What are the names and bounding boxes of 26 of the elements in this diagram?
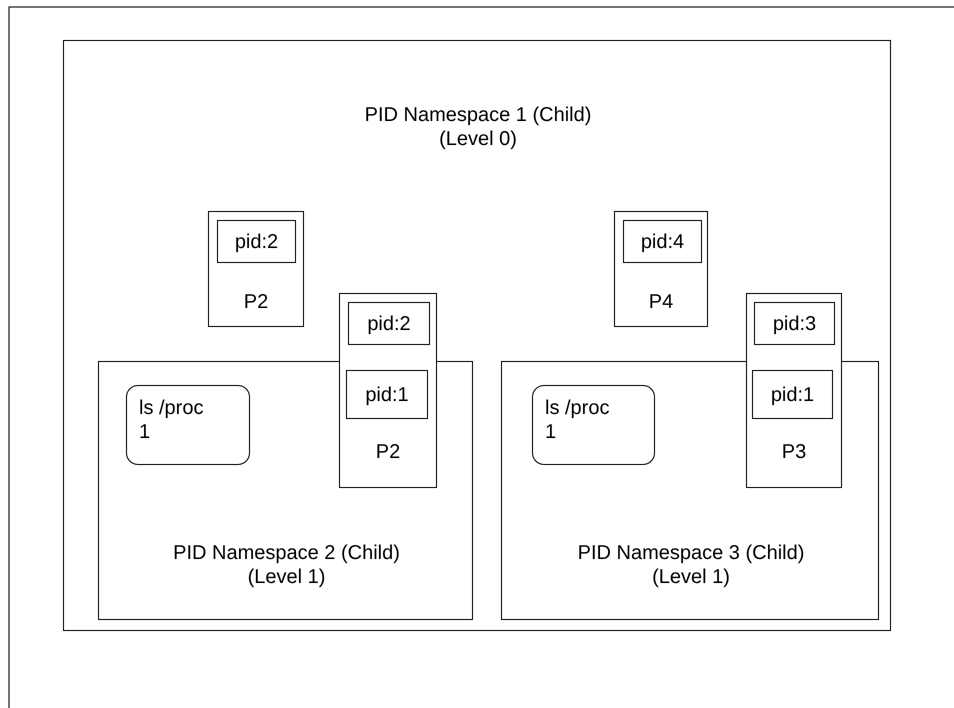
process-box [614, 211, 708, 327]
pid-label: pid:3 [772, 312, 818, 336]
namespace-label: PID Namespace 3 (Child) (Level 1) [576, 541, 806, 589]
namespace-label: PID Namespace 1 (Child) (Level 0) [364, 103, 592, 151]
pid-box [623, 220, 702, 263]
command-box [126, 385, 250, 465]
process-label: P2 [374, 440, 402, 464]
command-box [532, 385, 655, 465]
pid-label: pid:2 [366, 312, 412, 336]
pid-label: pid:1 [364, 382, 410, 406]
pid-box [348, 302, 430, 345]
pid-box [217, 220, 296, 263]
pid-label: pid:1 [770, 382, 816, 406]
command-text: ls /proc 1 [545, 396, 610, 444]
namespace-label: PID Namespace 2 (Child) (Level 1) [172, 541, 401, 589]
pid-label: pid:4 [640, 230, 686, 254]
process-label: P4 [648, 290, 674, 314]
namespace-box [63, 40, 891, 631]
process-label: P2 [242, 290, 270, 314]
command-text: ls /proc 1 [139, 396, 204, 444]
pid-box [752, 370, 833, 419]
pid-label: pid:2 [234, 230, 280, 254]
process-label: P3 [780, 440, 808, 464]
pid-box [346, 370, 428, 419]
process-box [208, 211, 304, 327]
pid-box [754, 302, 835, 345]
